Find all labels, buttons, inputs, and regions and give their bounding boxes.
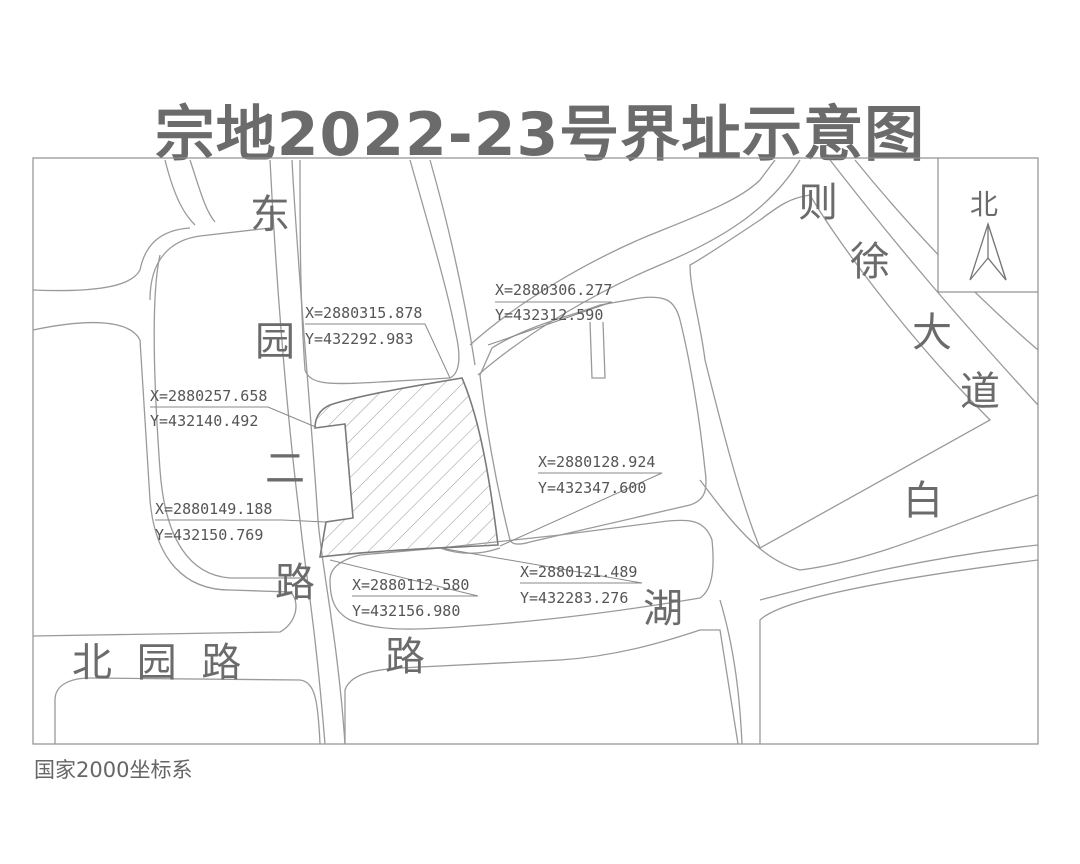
point-4-y: Y=432347.600 xyxy=(538,479,646,497)
road-baixu-1: 则 xyxy=(798,180,838,226)
parcel-2022-23[interactable] xyxy=(314,377,499,558)
point-2-x: X=2880306.277 xyxy=(495,281,612,299)
point-3-x: X=2880257.658 xyxy=(150,387,267,405)
coordinate-labels: X=2880315.878 Y=432292.983 X=2880306.277… xyxy=(150,281,655,620)
road-baixu-3: 大 xyxy=(912,310,952,356)
block-left xyxy=(33,322,297,637)
road-dongyuan-4: 路 xyxy=(275,560,315,606)
road-network xyxy=(33,158,1038,744)
point-7-x: X=2880112.580 xyxy=(352,576,469,594)
north-arrow-icon: 北 xyxy=(969,188,1007,281)
road-hu-1: 湖 xyxy=(643,586,683,632)
road-dongyuan-2: 园 xyxy=(255,319,295,365)
point-2-y: Y=432312.590 xyxy=(495,306,603,324)
point-7-y: Y=432156.980 xyxy=(352,602,460,620)
point-3-y: Y=432140.492 xyxy=(150,412,258,430)
road-hu-2: 路 xyxy=(385,634,425,680)
road-dongyuan-1: 东 xyxy=(250,192,290,238)
map-frame xyxy=(32,157,1039,745)
point-6-x: X=2880121.489 xyxy=(520,563,637,581)
road-beiyuan: 北 园 路 xyxy=(72,640,247,686)
point-1-y: Y=432292.983 xyxy=(305,330,413,348)
point-5-x: X=2880149.188 xyxy=(155,500,272,518)
road-baixu-5: 白 xyxy=(903,478,943,524)
point-6-y: Y=432283.276 xyxy=(520,589,628,607)
north-label: 北 xyxy=(970,188,998,221)
road-dongyuan-3: 二 xyxy=(265,446,305,492)
coordinate-system-note: 国家2000坐标系 xyxy=(34,758,193,782)
road-labels: 东 园 二 路 北 园 路 湖 路 则 徐 大 道 白 xyxy=(72,180,1000,686)
point-5-y: Y=432150.769 xyxy=(155,526,263,544)
road-baixu-2: 徐 xyxy=(850,239,890,285)
point-4-x: X=2880128.924 xyxy=(538,453,655,471)
point-1-x: X=2880315.878 xyxy=(305,304,422,322)
road-baixu-4: 道 xyxy=(960,369,1000,415)
leader-lines xyxy=(150,301,663,597)
